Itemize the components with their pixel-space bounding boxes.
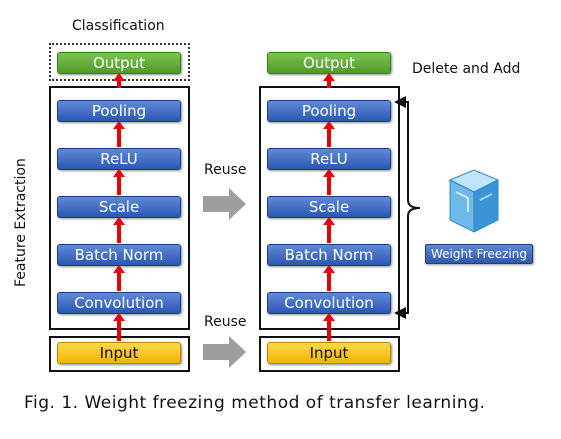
left-red-arrows [113, 73, 125, 341]
reuse-label-bottom: Reuse [204, 314, 247, 330]
red-up-arrow [323, 169, 335, 195]
reuse-label-top: Reuse [204, 162, 247, 178]
red-up-arrow [323, 265, 335, 291]
red-up-arrow [113, 73, 125, 88]
red-up-arrow [113, 313, 125, 341]
delete-and-add-label: Delete and Add [412, 61, 521, 77]
red-up-arrow [323, 313, 335, 341]
red-up-arrow [113, 169, 125, 195]
red-up-arrow [113, 265, 125, 291]
right-scale-block: Scale [267, 196, 391, 218]
figure-caption: Fig. 1. Weight freezing method of transf… [24, 393, 486, 413]
right-input-block: Input [267, 342, 391, 364]
weight-freezing-bracket [394, 96, 421, 319]
classification-label: Classification [72, 18, 165, 34]
red-up-arrow [113, 217, 125, 243]
left-convolution-block: Convolution [57, 292, 181, 314]
right-pooling-block: Pooling [267, 100, 391, 122]
red-up-arrow [323, 73, 335, 88]
right-relu-block: ReLU [267, 148, 391, 170]
red-up-arrow [113, 121, 125, 147]
right-red-arrows [323, 73, 335, 341]
reuse-arrow-top [203, 188, 246, 220]
weight-freezing-label: Weight Freezing [425, 244, 533, 264]
left-pooling-block: Pooling [57, 100, 181, 122]
reuse-arrow-bottom [203, 336, 246, 368]
left-batch-norm-block: Batch Norm [57, 244, 181, 266]
left-input-block: Input [57, 342, 181, 364]
right-convolution-block: Convolution [267, 292, 391, 314]
red-up-arrow [323, 217, 335, 243]
ice-cube-icon [448, 169, 500, 233]
red-up-arrow [323, 121, 335, 147]
